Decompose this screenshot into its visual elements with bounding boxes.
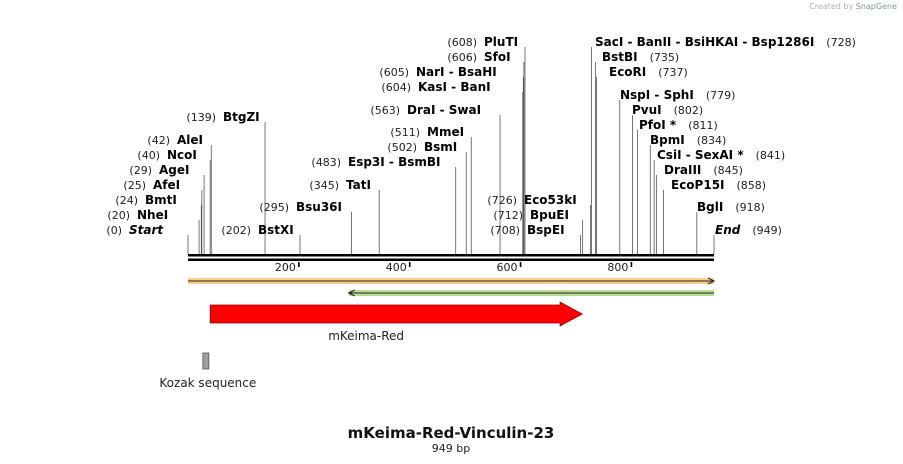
map-title: mKeima-Red-Vinculin-23 [348,424,555,442]
site-position-bstxi: (202) [221,224,251,237]
site-name-esp3i-bsmbi: Esp3I - BsmBI [348,155,440,169]
site-position-bsmi: (502) [387,141,417,154]
site-name-nari-bsahi: NarI - BsaHI [416,65,497,79]
site-name-tati: TatI [346,178,371,192]
site-name-ecori: EcoRI [609,65,646,79]
site-name-bsu36i: Bsu36I [296,200,342,214]
site-name-start: Start [129,223,164,237]
snapgene-credit: Created by SnapGene [809,2,897,11]
site-name-sfoi: SfoI [484,50,511,64]
site-position-pvui: (802) [674,104,704,117]
site-name-nspi-sphi: NspI - SphI [620,88,694,102]
site-position-bpuei: (712) [493,209,523,222]
site-position-btgzi: (139) [186,111,216,124]
site-name-bpuei: BpuEI [530,208,569,222]
site-position-ecop15i: (858) [737,179,767,192]
sequence-backbone-top [188,254,714,257]
site-name-ncoi: NcoI [167,148,197,162]
site-position-afei: (25) [123,179,146,192]
site-position-drai-swai: (563) [370,104,400,117]
site-name-pluti: PluTI [484,35,518,49]
site-name-afei: AfeI [153,178,180,192]
sequence-backbone-bottom [188,258,714,261]
site-position-nspi-sphi: (779) [706,89,736,102]
site-position-ncoi: (40) [137,149,160,162]
site-name-end: End [715,223,741,237]
site-name-bmti: BmtI [145,193,177,207]
credit-brand: SnapGene [855,2,897,11]
site-position-nhei: (20) [107,209,130,222]
site-position-mmei: (511) [390,126,420,139]
site-name-pfoi: PfoI * [639,118,677,132]
site-position-bsu36i: (295) [259,201,289,214]
site-name-eco53ki: Eco53kI [524,193,577,207]
ruler-tick-label: 600 [497,261,518,274]
site-name-bspei: BspEI [527,223,565,237]
site-name-saci-banii-bsihkai-bsp1286i: SacI - BanII - BsiHKAI - Bsp1286I [595,35,814,49]
site-position-bspei: (708) [490,224,520,237]
site-position-esp3i-bsmbi: (483) [311,156,341,169]
ruler-tick-label: 800 [607,261,628,274]
site-position-bstbi: (735) [650,51,680,64]
site-name-btgzi: BtgZI [223,110,260,124]
site-name-mmei: MmeI [427,125,464,139]
site-position-pfoi: (811) [688,119,718,132]
site-name-bgli: BglI [697,200,723,214]
orf-arrowhead-forward [707,277,716,285]
site-position-ecori: (737) [658,66,688,79]
site-position-nari-bsahi: (605) [379,66,409,79]
site-position-eco53ki: (726) [487,194,517,207]
site-name-drai-swai: DraI - SwaI [407,103,481,117]
site-position-kasi-bani: (604) [381,81,411,94]
credit-prefix: Created by [809,2,854,11]
site-name-csii-sexai: CsiI - SexAI * [657,148,744,162]
site-position-start: (0) [106,224,122,237]
site-name-kasi-bani: KasI - BanI [418,80,491,94]
feature-mkeima-red-arrow [209,301,583,327]
feature-kozak-sequence-label: Kozak sequence [159,376,256,390]
site-name-bsmi: BsmI [424,140,457,154]
orf-arrowhead-reverse [347,289,355,297]
site-position-csii-sexai: (841) [756,149,786,162]
site-position-end: (949) [752,224,782,237]
site-name-nhei: NheI [137,208,168,222]
site-name-draiii: DraIII [664,163,701,177]
map-length: 949 bp [432,442,470,455]
site-name-bpmi: BpmI [650,133,685,147]
site-position-bmti: (24) [115,194,138,207]
site-position-draiii: (845) [713,164,743,177]
site-name-bstbi: BstBI [602,50,638,64]
ruler-tick-label: 200 [275,261,296,274]
ruler-tick-label: 400 [386,261,407,274]
site-position-sfoi: (606) [447,51,477,64]
site-position-tati: (345) [309,179,339,192]
site-name-alei: AleI [177,133,203,147]
site-position-alei: (42) [147,134,170,147]
site-name-agei: AgeI [159,163,189,177]
site-name-pvui: PvuI [632,103,662,117]
site-name-bstxi: BstXI [258,223,294,237]
site-name-ecop15i: EcoP15I [671,178,725,192]
site-position-saci-banii-bsihkai-bsp1286i: (728) [826,36,856,49]
site-position-bgli: (918) [735,201,765,214]
site-position-agei: (29) [129,164,152,177]
feature-mkeima-red-label: mKeima-Red [328,329,404,343]
feature-kozak-sequence-box [202,352,210,370]
site-position-bpmi: (834) [697,134,727,147]
site-position-pluti: (608) [447,36,477,49]
